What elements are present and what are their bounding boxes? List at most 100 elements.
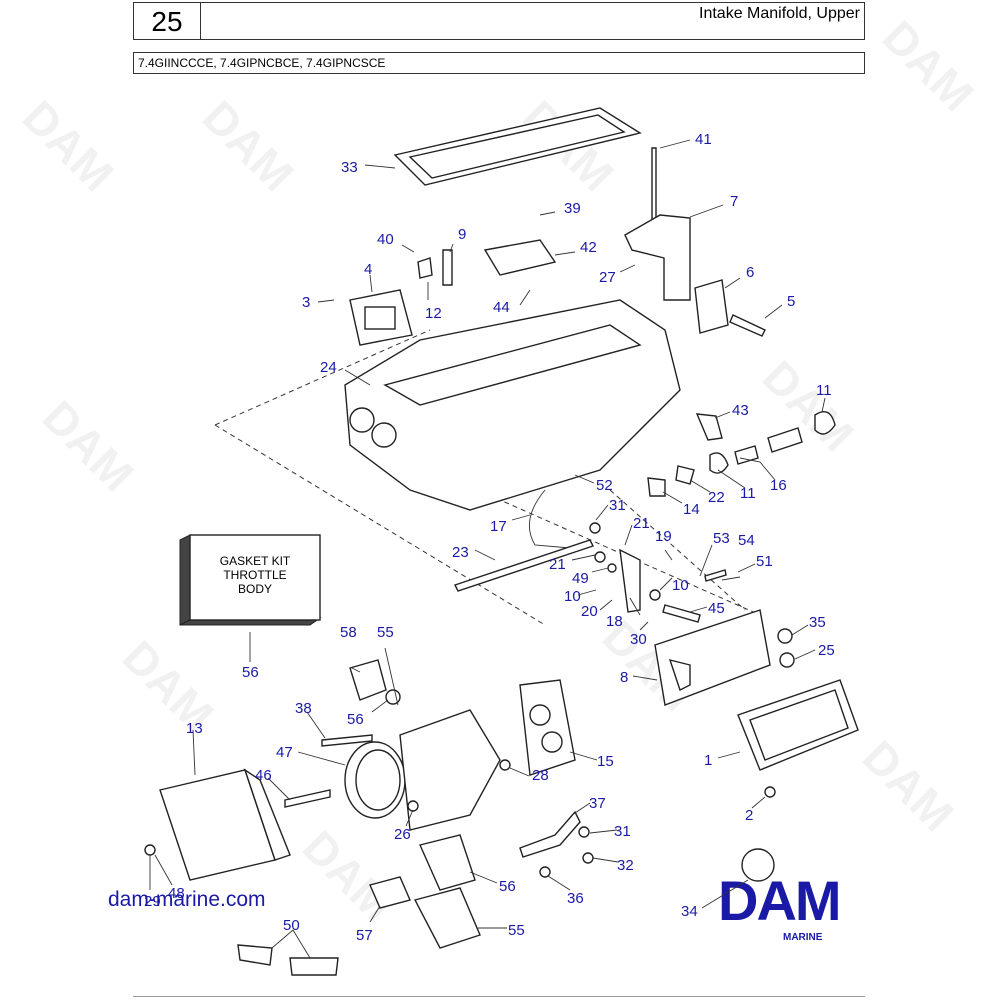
callout-56b: 56 — [347, 711, 364, 728]
callout-44: 44 — [493, 299, 510, 316]
callout-23: 23 — [452, 544, 469, 561]
callout-21a: 21 — [633, 515, 650, 532]
callout-17: 17 — [490, 518, 507, 535]
ecm-mounting-plate — [654, 609, 771, 706]
callout-43: 43 — [732, 402, 749, 419]
manifold-top — [383, 324, 642, 406]
watermark: DAM — [873, 10, 984, 121]
callout-53: 53 — [713, 530, 730, 547]
callout-41: 41 — [695, 131, 712, 148]
callout-labels: 1 2 3 4 5 6 7 8 9 10 10 11 11 12 13 14 1… — [144, 131, 835, 944]
throttle-body-gasket — [519, 679, 576, 776]
throttle-link-rod — [454, 539, 594, 592]
gasket-kit-box — [189, 534, 321, 621]
vent-hose — [767, 427, 803, 453]
sensor-57 — [369, 876, 411, 909]
callout-55b: 55 — [508, 922, 525, 939]
callout-57: 57 — [356, 927, 373, 944]
callout-22: 22 — [708, 489, 725, 506]
fitting — [675, 465, 695, 485]
callout-42: 42 — [580, 239, 597, 256]
callout-30: 30 — [630, 631, 647, 648]
callout-36: 36 — [567, 890, 584, 907]
throttle-body-bore-inner — [355, 749, 401, 811]
bushing — [594, 551, 606, 563]
callout-50: 50 — [283, 917, 300, 934]
elbow-fitting — [647, 477, 666, 497]
callout-11b: 11 — [740, 485, 756, 502]
callout-10a: 10 — [564, 588, 581, 605]
callout-54: 54 — [738, 532, 755, 549]
kit-box-line1: GASKET KIT — [220, 554, 291, 568]
manifold-cover-plate-inner — [408, 114, 626, 179]
bushing — [607, 563, 617, 573]
callout-11a: 11 — [816, 382, 832, 399]
callout-56a: 56 — [242, 664, 259, 681]
website-url[interactable]: dam-marine.com — [108, 888, 266, 911]
module-grid — [364, 306, 396, 330]
callout-47: 47 — [276, 744, 293, 761]
brand-subtitle: MARINE — [783, 932, 823, 943]
stud — [284, 789, 331, 808]
callout-40: 40 — [377, 231, 394, 248]
callout-31a: 31 — [609, 497, 626, 514]
callout-34: 34 — [681, 903, 698, 920]
callout-12: 12 — [425, 305, 442, 322]
manifold-port — [349, 407, 375, 433]
nut — [407, 800, 419, 812]
bottom-divider — [133, 996, 865, 997]
callout-1: 1 — [704, 752, 712, 769]
assembly-guide-line — [214, 329, 431, 426]
fuel-cooler-side — [243, 768, 291, 861]
callout-49: 49 — [572, 570, 589, 587]
nut — [582, 852, 594, 864]
gasket-hole — [529, 704, 551, 726]
gasket — [419, 834, 476, 891]
callout-27: 27 — [599, 269, 616, 286]
nut — [578, 826, 590, 838]
callout-5: 5 — [787, 293, 795, 310]
sensor-clip — [417, 257, 433, 279]
sensor-bracket — [442, 249, 453, 286]
watermark: DAM — [193, 90, 304, 201]
brand-logo: DAM — [718, 869, 840, 932]
nut — [779, 652, 795, 668]
callout-39: 39 — [564, 200, 581, 217]
mounting-bracket — [624, 214, 691, 301]
callout-58: 58 — [340, 624, 357, 641]
assembly-guide-line — [454, 479, 761, 616]
callout-6: 6 — [746, 264, 754, 281]
callout-37: 37 — [589, 795, 606, 812]
callout-19: 19 — [655, 528, 672, 545]
callout-33: 33 — [341, 159, 358, 176]
ecm-fins — [749, 689, 849, 761]
callout-48: 48 — [168, 885, 185, 902]
callout-16: 16 — [770, 477, 787, 494]
sensor — [662, 604, 701, 623]
callout-3: 3 — [302, 294, 310, 311]
spacer-ring — [385, 689, 401, 705]
temperature-sensor — [695, 413, 723, 441]
callout-45: 45 — [708, 600, 725, 617]
callout-7: 7 — [730, 193, 738, 210]
callout-14: 14 — [683, 501, 700, 518]
callout-4: 4 — [364, 261, 372, 278]
callout-32: 32 — [617, 857, 634, 874]
callout-31b: 31 — [614, 823, 631, 840]
manifold-port — [371, 422, 397, 448]
ground-wire — [528, 489, 571, 549]
relay-block — [483, 239, 557, 276]
model-box: 7.4GIINCCCE, 7.4GIPNCBCE, 7.4GIPNCSCE — [133, 52, 865, 74]
throttle-position-sensor — [349, 659, 387, 701]
gasket-hole — [541, 731, 563, 753]
watermark: DAM — [13, 90, 124, 201]
kit-box-line3: BODY — [238, 582, 272, 596]
page-number: 25 — [133, 2, 201, 40]
stud-bolt — [321, 734, 373, 747]
callout-13: 13 — [186, 720, 203, 737]
callout-9: 9 — [458, 226, 466, 243]
long-bolt — [651, 147, 657, 226]
kit-box-line2: THROTTLE — [223, 568, 286, 582]
callout-38: 38 — [295, 700, 312, 717]
